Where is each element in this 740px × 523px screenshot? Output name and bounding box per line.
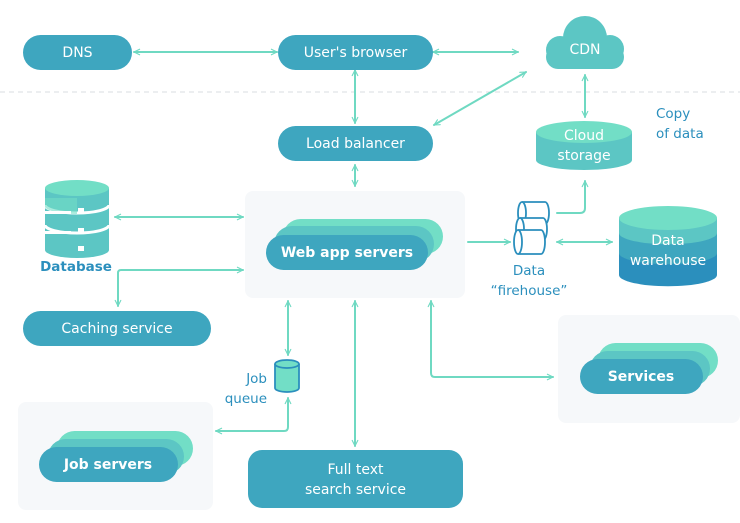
node-load-balancer-label: Load balancer [306,136,405,152]
storage-cylinder-icon [536,121,632,170]
edge-firehose-cloudstorage [556,180,589,214]
node-full-text-search[interactable]: Full text search service [248,450,463,508]
node-dns[interactable]: DNS [23,35,132,70]
node-data-firehose-label-2: “firehouse” [491,283,568,299]
node-dns-label: DNS [62,45,92,61]
job-servers-stack-icon [39,431,193,482]
node-web-app-servers[interactable]: Web app servers [266,219,443,270]
edge-caching-webapp [114,266,244,307]
server-stack-icon [266,219,443,270]
node-users-browser-label: User's browser [304,45,408,61]
cloud-icon [546,16,624,69]
warehouse-cylinder-icon [619,206,717,287]
node-job-queue[interactable]: Job queue [225,359,300,407]
node-data-firehose[interactable]: Data “firehouse” [491,201,568,299]
node-database[interactable]: Database [40,180,112,275]
connections [114,48,613,447]
node-services-label: Services [608,369,675,385]
node-load-balancer[interactable]: Load balancer [278,126,433,161]
edge-loadbalancer-cdn [433,71,527,126]
node-cloud-storage-label-1: Cloud [564,128,604,144]
node-job-queue-label-1: Job [245,371,267,387]
node-caching-service[interactable]: Caching service [23,311,211,346]
node-job-servers-label: Job servers [63,457,152,473]
edge-webapp-services [427,300,554,381]
node-full-text-search-label-2: search service [305,482,406,498]
services-stack-icon [580,343,718,394]
node-cdn[interactable]: CDN [546,16,624,69]
node-job-queue-label-2: queue [225,391,267,407]
database-icon [43,180,111,258]
node-data-warehouse-label-2: warehouse [630,253,706,269]
node-data-warehouse-label-1: Data [651,233,684,249]
node-cdn-label: CDN [569,42,600,58]
copy-of-data-note-2: of data [656,126,704,142]
node-job-servers[interactable]: Job servers [39,431,193,482]
queue-cylinder-icon [274,359,300,393]
node-full-text-search-label-1: Full text [327,462,384,478]
copy-of-data-note-1: Copy [656,106,690,122]
node-cloud-storage[interactable]: Cloud storage [536,121,632,170]
node-web-app-servers-label: Web app servers [281,245,413,261]
edge-jobqueue-jobservers [215,397,292,435]
node-cloud-storage-label-2: storage [557,148,610,164]
node-users-browser[interactable]: User's browser [278,35,433,70]
node-data-warehouse[interactable]: Data warehouse [619,206,717,287]
node-data-firehose-label-1: Data [513,263,545,279]
node-database-label: Database [40,259,112,275]
pipe-stack-icon [513,201,550,255]
node-services[interactable]: Services [580,343,718,394]
node-caching-service-label: Caching service [61,321,172,337]
